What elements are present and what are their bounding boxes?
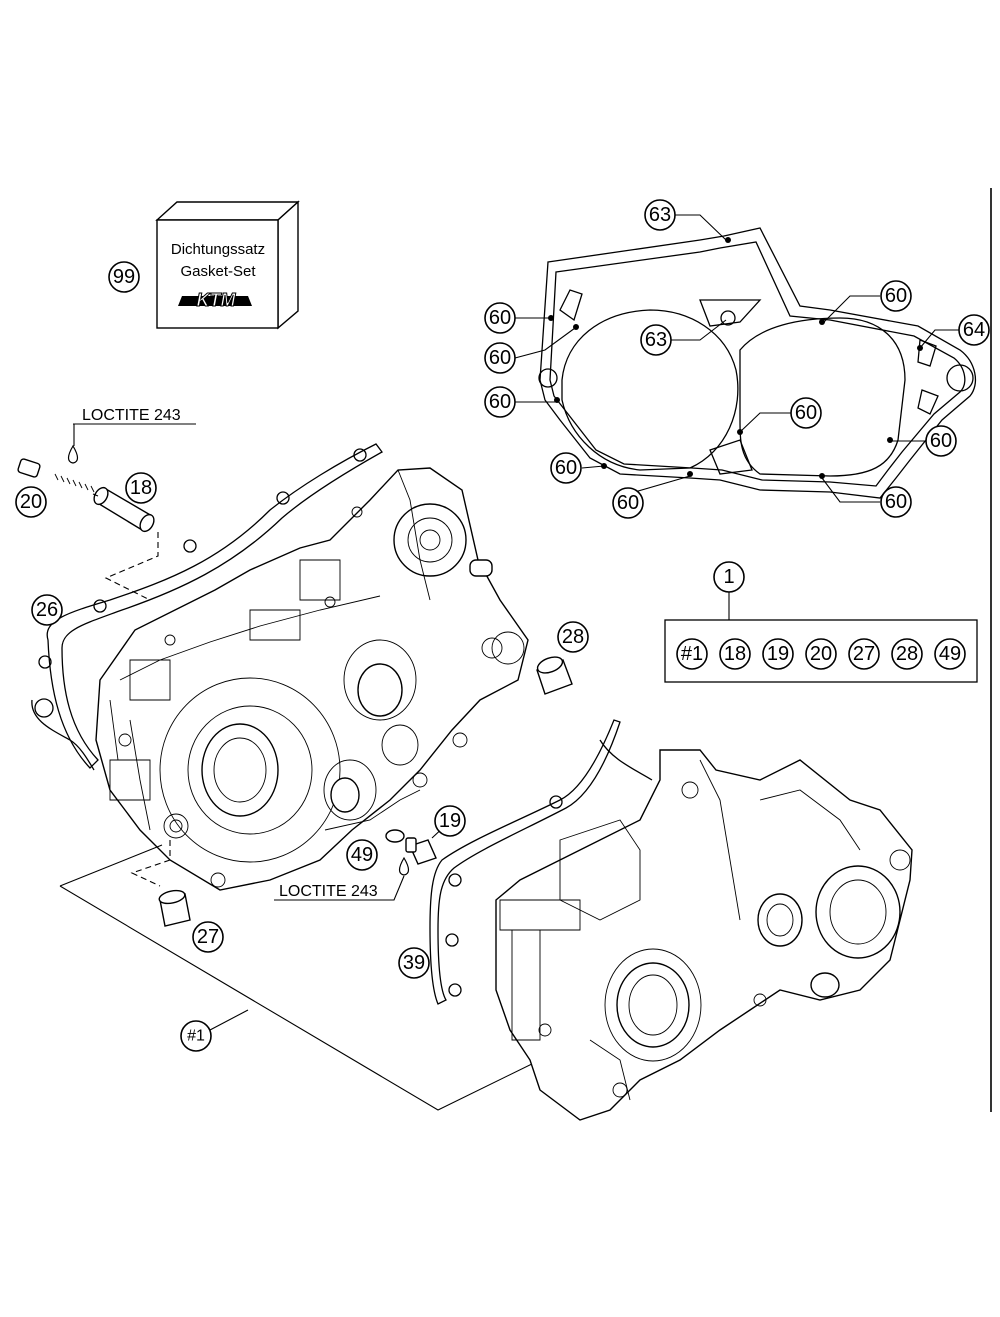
svg-text:39: 39 <box>403 952 425 974</box>
callout-kit-1: 1 <box>713 561 745 593</box>
callout-63-top: 63 <box>644 199 676 231</box>
callout-60-a: 60 <box>484 302 516 334</box>
svg-text:60: 60 <box>555 457 577 479</box>
svg-text:19: 19 <box>439 810 461 832</box>
loctite-note-top: LOCTITE 243 <box>82 407 181 424</box>
kit-1-items: #1 18 19 20 27 28 49 <box>676 638 966 670</box>
svg-text:1: 1 <box>723 566 734 588</box>
bolt-20 <box>17 458 99 493</box>
svg-text:63: 63 <box>645 329 667 351</box>
callout-26: 26 <box>31 594 63 626</box>
kit-item-callout: 18 <box>719 638 751 670</box>
svg-text:26: 26 <box>36 599 58 621</box>
svg-text:60: 60 <box>489 307 511 329</box>
svg-text:99: 99 <box>113 266 135 288</box>
callout-28: 28 <box>557 621 589 653</box>
ktm-logo: KTM <box>197 290 237 310</box>
svg-text:63: 63 <box>649 204 671 226</box>
callout-63-mid: 63 <box>640 324 672 356</box>
washer-49 <box>385 829 405 843</box>
callout-99: 99 <box>108 261 140 293</box>
svg-text:49: 49 <box>939 643 961 665</box>
crankcase-right-half <box>495 749 913 1121</box>
svg-text:#1: #1 <box>681 643 703 665</box>
svg-text:27: 27 <box>853 643 875 665</box>
callout-19: 19 <box>434 805 466 837</box>
svg-text:60: 60 <box>617 492 639 514</box>
loctite-note-bottom: LOCTITE 243 <box>279 883 378 900</box>
gasket-26 <box>46 443 383 769</box>
svg-text:49: 49 <box>351 844 373 866</box>
svg-text:#1: #1 <box>187 1028 205 1045</box>
svg-text:60: 60 <box>489 347 511 369</box>
screw-19 <box>405 837 437 865</box>
callout-60-g: 60 <box>790 397 822 429</box>
svg-text:60: 60 <box>795 402 817 424</box>
loctite-drop-icon-bottom <box>398 856 410 876</box>
svg-text:20: 20 <box>20 491 42 513</box>
svg-text:64: 64 <box>963 319 985 341</box>
callout-60-d: 60 <box>550 452 582 484</box>
callout-64: 64 <box>958 314 990 346</box>
gasket-set-label-de: Dichtungssatz <box>171 241 265 258</box>
svg-text:60: 60 <box>489 391 511 413</box>
callout-60-c: 60 <box>484 386 516 418</box>
callout-27: 27 <box>192 921 224 953</box>
kit-item-callout: 28 <box>891 638 923 670</box>
callout-39: 39 <box>398 947 430 979</box>
callout-60-i: 60 <box>880 486 912 518</box>
callout-60-e: 60 <box>612 487 644 519</box>
gasket-set-label-en: Gasket-Set <box>180 263 256 280</box>
svg-text:28: 28 <box>562 626 584 648</box>
svg-text:20: 20 <box>810 643 832 665</box>
crankcase-left-half <box>95 467 529 891</box>
callout-49: 49 <box>346 839 378 871</box>
callout-60-h: 60 <box>925 425 957 457</box>
svg-text:18: 18 <box>130 477 152 499</box>
sleeve-28 <box>536 656 573 695</box>
kit-item-callout: 19 <box>762 638 794 670</box>
gasket-set-box: Dichtungssatz Gasket-Set KTM <box>155 200 300 330</box>
callout-1-main: #1 <box>180 1020 212 1052</box>
svg-text:60: 60 <box>885 491 907 513</box>
callout-18: 18 <box>125 472 157 504</box>
kit-item-callout: 20 <box>805 638 837 670</box>
sleeve-18 <box>93 486 155 533</box>
svg-text:60: 60 <box>930 430 952 452</box>
svg-text:18: 18 <box>724 643 746 665</box>
kit-item-callout: 49 <box>934 638 966 670</box>
callout-60-b: 60 <box>484 342 516 374</box>
callout-60-f: 60 <box>880 280 912 312</box>
inner-case-gasket <box>538 227 977 499</box>
svg-text:28: 28 <box>896 643 918 665</box>
gasket-39 <box>429 719 621 1005</box>
svg-text:60: 60 <box>885 285 907 307</box>
sleeve-27 <box>158 889 191 927</box>
svg-text:19: 19 <box>767 643 789 665</box>
callout-20: 20 <box>15 486 47 518</box>
kit-item-callout: #1 <box>676 638 708 670</box>
svg-text:27: 27 <box>197 926 219 948</box>
kit-item-callout: 27 <box>848 638 880 670</box>
loctite-drop-icon-top <box>67 444 79 464</box>
